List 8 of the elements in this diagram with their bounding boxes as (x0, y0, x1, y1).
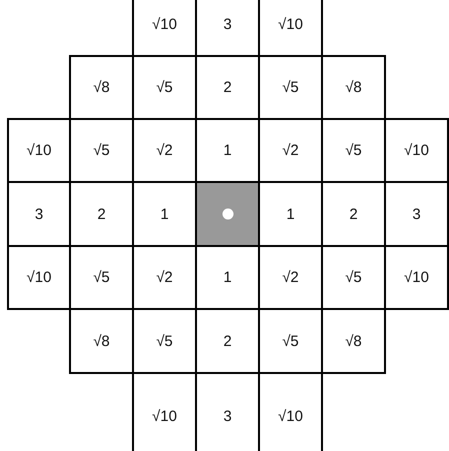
distance-cell: √8 (69, 308, 134, 374)
distance-cell: √10 (384, 245, 449, 310)
distance-cell: √10 (384, 118, 449, 183)
distance-cell: √8 (321, 308, 386, 374)
distance-cell: √10 (7, 118, 71, 183)
distance-cell: √10 (7, 245, 71, 310)
distance-cell: √8 (321, 55, 386, 120)
distance-cell: √8 (69, 55, 134, 120)
